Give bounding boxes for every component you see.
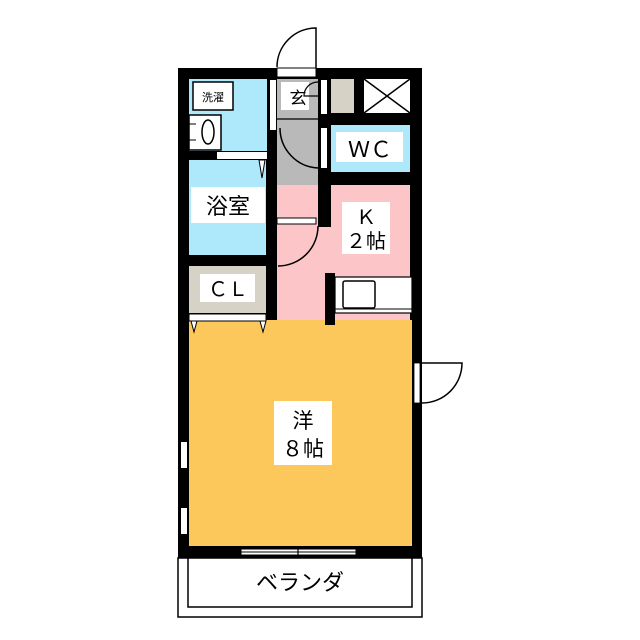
laundry-label: 洗濯 [202, 91, 224, 104]
hallway-door-swing [279, 127, 319, 169]
bath-label: 浴室 [206, 195, 250, 220]
entry-door-swing [276, 27, 317, 68]
closet-label: ＣＬ [208, 277, 248, 301]
western-label-line2: ８帖 [282, 437, 324, 461]
hall-wall-gap [270, 80, 276, 130]
wc-label-bg [336, 132, 403, 162]
veranda-label: ベランダ [256, 571, 344, 596]
shoe-storage [331, 79, 354, 113]
window-left-1 [181, 442, 187, 468]
sink-basin-icon [201, 119, 215, 145]
wc-door [321, 128, 327, 168]
kitchen-post [325, 273, 335, 325]
shoe-cabinet-door [321, 80, 327, 114]
side-door [413, 362, 421, 404]
bath-label-bg [191, 187, 265, 223]
closet-door-marker-left [190, 320, 198, 334]
laundry-space [192, 81, 234, 111]
kitchen-sink-icon [342, 280, 376, 309]
kitchen-door-swing [277, 225, 319, 267]
western-label-bg [274, 401, 332, 465]
entrance-label: 玄 [290, 89, 307, 109]
entry-door [276, 67, 317, 78]
closet-door-marker-right [259, 320, 267, 334]
kitchen-label-bg [342, 202, 390, 254]
closet-label-bg [200, 274, 255, 302]
window-left-2 [181, 508, 187, 534]
washroom-door [217, 152, 267, 159]
kitchen-label-line2: ２帖 [346, 229, 386, 253]
wc-label: ＷＣ [348, 138, 392, 163]
western-label-line1: 洋 [293, 409, 314, 433]
side-door-swing [421, 362, 463, 404]
kitchen-label-line1: Ｋ [356, 205, 376, 229]
